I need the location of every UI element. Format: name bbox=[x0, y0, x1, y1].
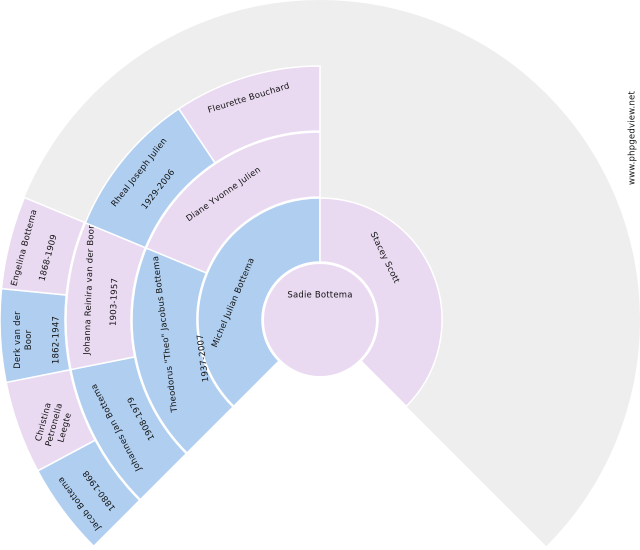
person-sector[interactable] bbox=[197, 197, 321, 408]
person-sector-root[interactable] bbox=[262, 262, 378, 378]
person-dates: 1862-1947 bbox=[51, 315, 62, 365]
person-sector[interactable] bbox=[177, 65, 321, 164]
watermark-text: www.phpgedview.net bbox=[627, 90, 638, 186]
person-dates: 1903-1957 bbox=[108, 277, 121, 327]
person-sector[interactable] bbox=[319, 197, 443, 408]
person-sector[interactable] bbox=[145, 131, 321, 274]
person-name: Derk van der Boor bbox=[13, 311, 34, 369]
person-name: Sadie Bottema bbox=[287, 290, 353, 301]
person-sector[interactable] bbox=[0, 196, 86, 296]
